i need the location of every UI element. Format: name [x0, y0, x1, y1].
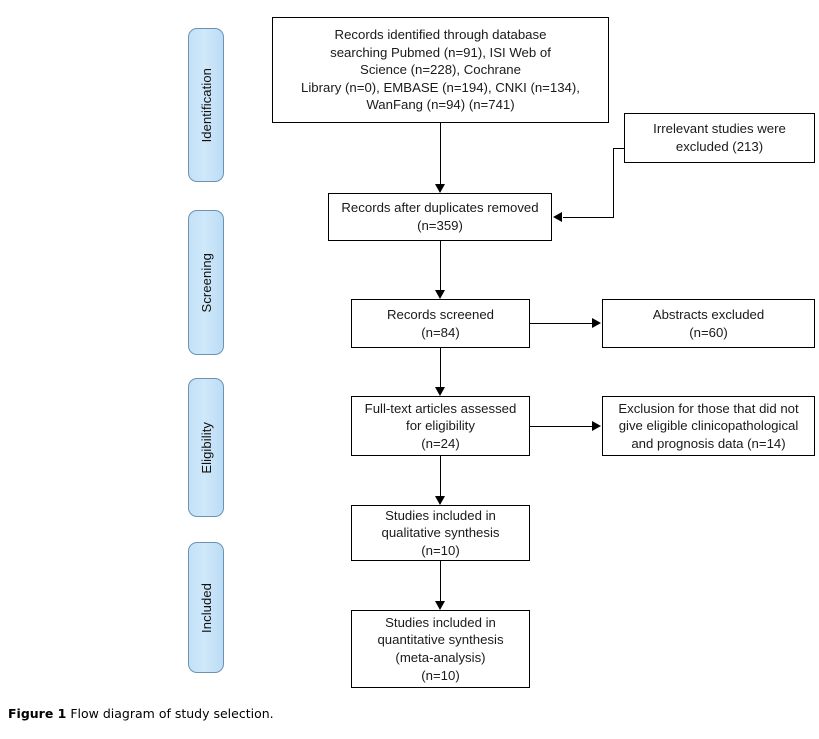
node-qualitative-synthesis-text: Studies included in qualitative synthesi… — [381, 507, 500, 558]
stage-label-included: Included — [198, 582, 214, 633]
arrow-fulltext-to-excluded — [592, 420, 601, 431]
node-records-after-duplicates: Records after duplicates removed (n=359) — [328, 193, 552, 241]
node-records-screened: Records screened (n=84) — [351, 299, 530, 348]
connector-screened-to-fulltext — [440, 348, 441, 387]
stage-bar-included: Included — [188, 542, 224, 673]
connector-fulltext-to-qualitative — [440, 456, 441, 496]
figure-caption-label: Figure 1 — [8, 706, 67, 721]
connector-irrelevant-vertical — [613, 148, 614, 217]
node-fulltext-assessed: Full-text articles assessed for eligibil… — [351, 396, 530, 456]
node-records-identified-text: Records identified through database sear… — [301, 27, 580, 113]
node-fulltext-excluded: Exclusion for those that did not give el… — [602, 396, 815, 456]
arrow-screened-to-abstracts — [592, 317, 601, 328]
arrow-fulltext-to-qualitative — [434, 496, 445, 505]
connector-duplicates-to-screened — [440, 241, 441, 290]
stage-bar-identification: Identification — [188, 28, 224, 182]
node-fulltext-excluded-text: Exclusion for those that did not give el… — [618, 400, 799, 451]
figure-caption-text: Flow diagram of study selection. — [70, 706, 274, 721]
stage-label-eligibility: Eligibility — [198, 421, 214, 474]
connector-irrelevant-stub-left — [613, 148, 625, 149]
node-records-screened-text: Records screened (n=84) — [386, 306, 495, 340]
node-irrelevant-excluded: Irrelevant studies were excluded (213) — [624, 113, 815, 163]
node-quantitative-synthesis-text: Studies included in quantitative synthes… — [377, 614, 504, 683]
node-records-identified: Records identified through database sear… — [272, 17, 609, 123]
node-qualitative-synthesis: Studies included in qualitative synthesi… — [351, 505, 530, 561]
node-records-after-duplicates-text: Records after duplicates removed (n=359) — [341, 200, 539, 233]
connector-irrelevant-to-duplicates — [563, 217, 614, 218]
arrow-duplicates-to-screened — [434, 290, 445, 299]
arrow-qualitative-to-quantitative — [434, 601, 445, 610]
node-abstracts-excluded: Abstracts excluded (n=60) — [602, 299, 815, 348]
stage-bar-eligibility: Eligibility — [188, 378, 224, 517]
node-quantitative-synthesis: Studies included in quantitative synthes… — [351, 610, 530, 688]
node-fulltext-assessed-text: Full-text articles assessed for eligibil… — [364, 400, 517, 451]
connector-qualitative-to-quantitative — [440, 561, 441, 601]
arrow-screened-to-fulltext — [434, 387, 445, 396]
stage-label-screening: Screening — [198, 252, 214, 313]
arrow-identified-to-duplicates — [434, 184, 445, 193]
stage-label-identification: Identification — [198, 67, 214, 143]
connector-fulltext-to-excluded — [530, 426, 593, 427]
node-abstracts-excluded-text: Abstracts excluded (n=60) — [652, 306, 765, 340]
node-irrelevant-excluded-text: Irrelevant studies were excluded (213) — [653, 121, 786, 154]
figure-caption: Figure 1 Flow diagram of study selection… — [8, 706, 274, 721]
arrow-irrelevant-to-duplicates — [553, 211, 562, 222]
stage-bar-screening: Screening — [188, 210, 224, 355]
connector-identified-to-duplicates — [440, 123, 441, 185]
connector-screened-to-abstracts — [530, 323, 593, 324]
